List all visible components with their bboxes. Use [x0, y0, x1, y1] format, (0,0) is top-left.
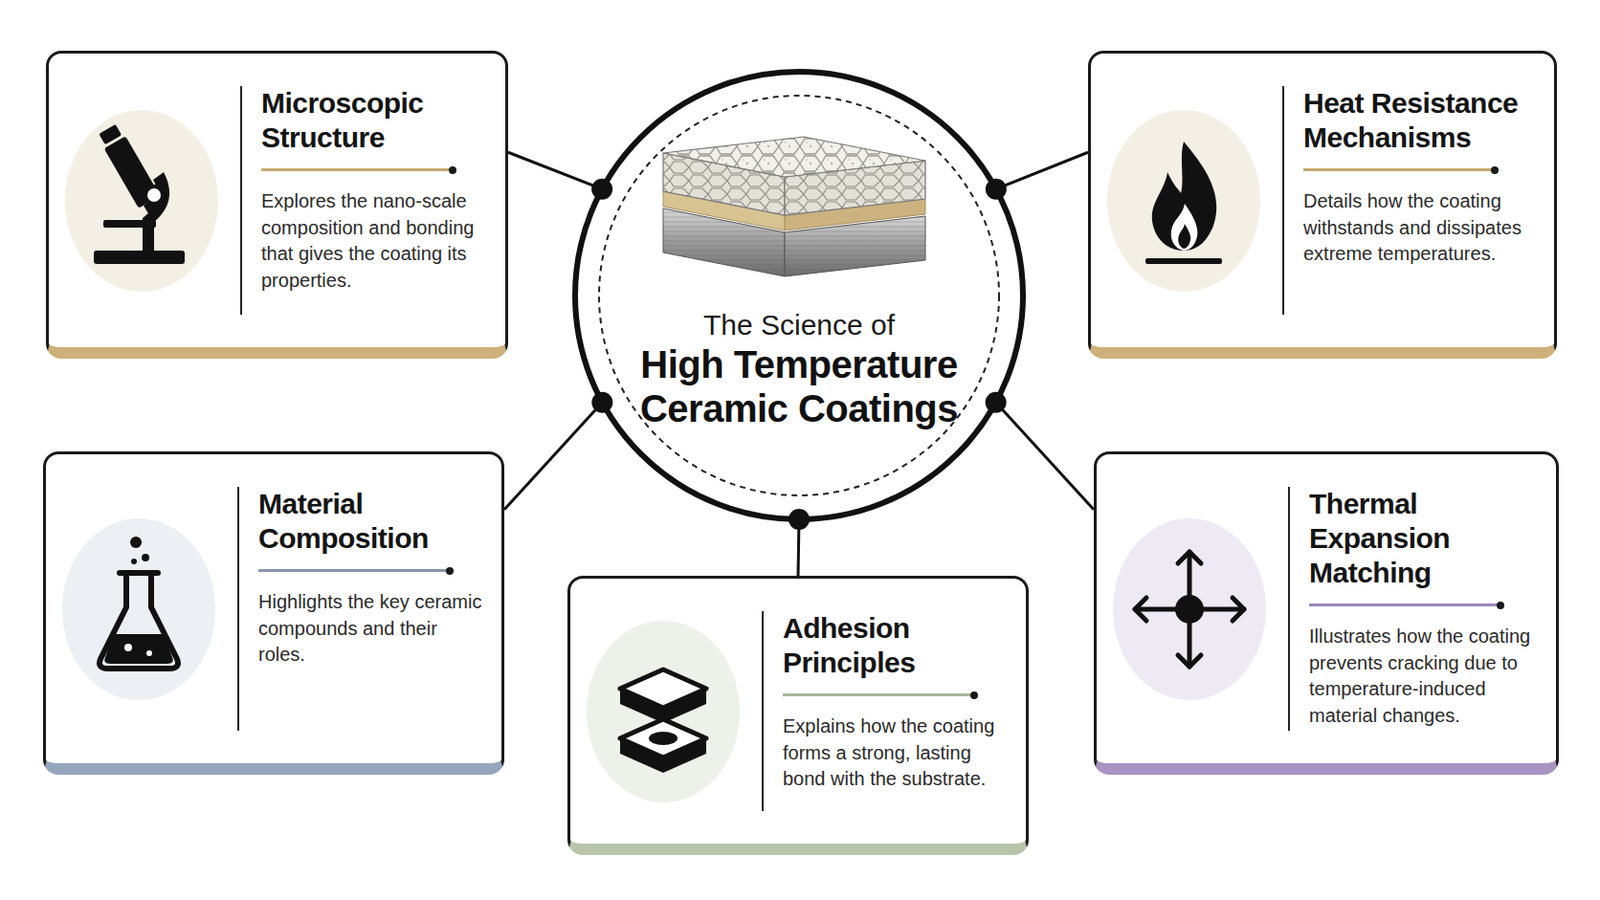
topic-circle: The Science ofHigh Temperature Ceramic C…: [572, 68, 1026, 523]
connector-line: [996, 402, 1094, 511]
card-heading: Material Composition: [258, 487, 487, 556]
icon-ground: [1112, 518, 1267, 701]
topic-card: Thermal Expansion MatchingIllustrates ho…: [1093, 451, 1559, 776]
card-heading: Microscopic Structure: [261, 86, 490, 156]
title-lead: The Science of: [572, 308, 1026, 343]
topic-icon: [60, 105, 223, 297]
topic-icon: [1102, 105, 1266, 297]
connector-line: [508, 152, 602, 189]
icon-ground: [1107, 110, 1261, 292]
icon-ground: [65, 110, 219, 292]
icon-symbol: [1134, 552, 1245, 667]
divider-line: [237, 487, 240, 732]
icon-symbol: [620, 669, 707, 774]
card-heading: Thermal Expansion Matching: [1309, 487, 1541, 591]
card-description: Highlights the key ceramic compounds and…: [258, 589, 487, 669]
card-heading: Adhesion Principles: [782, 611, 1011, 681]
topic-card: Microscopic StructureExplores the nano-s…: [45, 50, 509, 359]
circle-outline: [572, 68, 1026, 523]
card-description: Illustrates how the coating prevents cra…: [1309, 623, 1541, 730]
heading-underline: [1309, 603, 1501, 607]
underline-dot: [448, 166, 457, 175]
card-description: Details how the coating withstands and d…: [1303, 188, 1539, 268]
icon-symbol: [1145, 141, 1223, 265]
card-description: Explores the nano-scale composition and …: [261, 188, 490, 294]
divider-line: [1282, 86, 1285, 315]
icon-symbol: [99, 536, 178, 669]
divider-line: [240, 86, 243, 315]
underline-dot: [1496, 601, 1505, 610]
card-heading: Heat Resistance Mechanisms: [1303, 86, 1539, 156]
heading-underline: [261, 168, 453, 172]
underline-dot: [970, 691, 978, 700]
heading-underline: [1303, 168, 1495, 172]
card-description: Explains how the coating forms a strong,…: [782, 713, 1011, 794]
divider-line: [1288, 487, 1290, 732]
inner-dashed-ring: [599, 95, 1000, 496]
heading-underline: [782, 693, 975, 697]
connector-line: [996, 152, 1089, 189]
underline-dot: [1490, 166, 1499, 175]
topic-icon: [1108, 513, 1271, 706]
icon-ground: [586, 621, 740, 803]
outer-ring: [575, 71, 1023, 520]
divider-line: [761, 611, 764, 812]
heading-underline: [258, 569, 450, 573]
circle-text-block: The Science ofHigh Temperature Ceramic C…: [572, 308, 1026, 431]
topic-card: Heat Resistance MechanismsDetails how th…: [1088, 50, 1557, 359]
connector-line: [798, 519, 800, 577]
ceramic-top-coat: [663, 136, 926, 216]
connector-line: [504, 402, 602, 511]
topic-icon: [57, 513, 221, 706]
topic-icon: [581, 616, 745, 808]
underline-dot: [445, 567, 454, 576]
title-main: High Temperature Ceramic Coatings: [626, 342, 972, 431]
topic-card: Material CompositionHighlights the key c…: [43, 451, 505, 776]
topic-card: Adhesion PrinciplesExplains how the coat…: [567, 576, 1029, 856]
icon-symbol: [93, 122, 185, 265]
icon-ground: [62, 518, 216, 701]
